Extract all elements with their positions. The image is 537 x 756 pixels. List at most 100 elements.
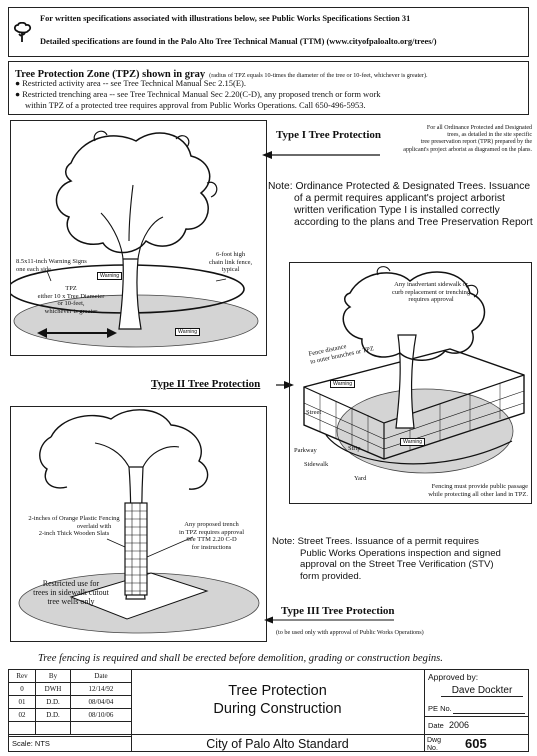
trench-label-2: in TPZ requires approval <box>179 528 245 536</box>
type1-desc-1: For all Ordinance Protected and Designat… <box>426 125 532 131</box>
label-sidewalk: Sidewalk <box>304 461 329 468</box>
signs-label-2: one each side <box>16 265 52 273</box>
drawing-title-1: Tree Protection <box>228 683 327 699</box>
passage-note-1: Fencing must provide public passage <box>431 483 528 490</box>
by-cell: D.D. <box>35 708 71 722</box>
pe-label: PE No. <box>428 704 452 713</box>
type3-note: Note: Street Trees. Issuance of a permit… <box>272 536 530 582</box>
tpz-title-row: Tree Protection Zone (TPZ) shown in gray… <box>15 64 428 82</box>
standard-divider <box>131 734 529 735</box>
restricted-label-3: tree wells only <box>47 597 95 606</box>
date-header: Date <box>70 669 132 683</box>
type2-heading: Type II Tree Protection <box>151 378 261 390</box>
tree-logo-icon <box>13 22 32 42</box>
revision-table: Rev By Date 0 DWH 12/14/92 01 D.D. 08/04… <box>8 669 132 735</box>
restricted-label-1: Restricted use for <box>42 579 100 588</box>
dwg-value: 605 <box>465 736 487 751</box>
fencing-label: 2-inches of Orange Plastic Fencing overl… <box>15 515 133 538</box>
warning-sign-1: Warning <box>97 272 123 280</box>
fence-label: 6-foot high chain link fence, typical <box>209 251 252 274</box>
tpz-bullet-2: ● Restricted trenching area -- see Tree … <box>15 89 381 99</box>
rev-header: Rev <box>8 669 36 683</box>
type3-arrow-icon <box>264 616 394 624</box>
rev-cell: 0 <box>8 682 36 696</box>
revision-row: 0 DWH 12/14/92 <box>8 682 132 696</box>
rev-cell: 02 <box>8 708 36 722</box>
date-cell: 12/14/92 <box>70 682 132 696</box>
passage-note-2: while protecting all other land in TPZ. <box>428 490 528 498</box>
signs-label-1: 8.5x11-inch Warning Signs <box>16 258 87 265</box>
sidewalk-note-2: curb replacement or trenching <box>392 288 471 296</box>
title-divider-left <box>131 670 132 751</box>
fence-label-2: chain link fence, <box>209 258 253 266</box>
title-block: Rev By Date 0 DWH 12/14/92 01 D.D. 08/04… <box>8 669 529 752</box>
standard-label: City of Palo Alto Standard <box>206 737 349 751</box>
tpz-title: Tree Protection Zone (TPZ) shown in gray <box>15 69 206 80</box>
type1-note: Note: Ordinance Protected & Designated T… <box>268 181 533 229</box>
type1-diagram: Warning Warning 8.5x11-inch Warning Sign… <box>10 120 267 356</box>
rev-cell: 01 <box>8 695 36 709</box>
type1-heading: Type I Tree Protection <box>276 129 381 141</box>
fencing-label-2: overlaid with <box>76 522 112 530</box>
type3-note-3: approval on the Street Tree Verification… <box>300 559 494 570</box>
type3-diagram: 2-inches of Orange Plastic Fencing overl… <box>10 406 267 642</box>
date-value: 2006 <box>449 720 470 730</box>
type2-illustration <box>303 266 525 474</box>
type1-desc-4: applicant's project arborist as diagrame… <box>403 146 532 153</box>
fencing-label-1: 2-inches of Orange Plastic Fencing <box>28 515 120 522</box>
tpz-label-4: whichever is greater <box>44 307 98 315</box>
approved-label: Approved by: <box>428 672 479 682</box>
tpz-bullet-1-text: Restricted activity area -- see Tree Tec… <box>22 78 246 88</box>
revision-row <box>8 721 132 735</box>
approved-name: Dave Dockter <box>441 685 523 697</box>
scale-divider <box>9 736 131 737</box>
sidewalk-note-3: requires approval <box>408 296 454 303</box>
trench-label-3: See TTM 2.20 C-D <box>186 536 237 543</box>
pe-line <box>453 713 525 714</box>
restricted-label-2: trees in sidewalk cutout <box>33 588 109 597</box>
tpz-label-2: either 10 x Tree Diameter <box>37 292 105 300</box>
header-line-2: Detailed specifications are found in the… <box>40 37 437 46</box>
revision-row: 02 D.D. 08/10/06 <box>8 708 132 722</box>
type1-note-1: Note: Ordinance Protected & Designated T… <box>268 181 531 192</box>
type3-subnote: (to be used only with approval of Public… <box>276 629 424 636</box>
label-parkway: Parkway <box>294 447 317 454</box>
type2-warning-1: Warning <box>330 380 356 388</box>
revision-row: 01 D.D. 08/04/04 <box>8 695 132 709</box>
type1-note-3: written verification Type I is installed… <box>294 205 500 216</box>
type3-note-2: Public Works Operations inspection and s… <box>300 547 501 559</box>
date-label: Date <box>428 721 444 730</box>
fence-label-3: typical <box>221 266 240 273</box>
drawing-title: Tree Protection During Construction <box>131 682 424 718</box>
date-cell: 08/10/06 <box>70 708 132 722</box>
header-line-1: For written specifications associated wi… <box>40 14 411 23</box>
scale-label: Scale: NTS <box>12 739 50 748</box>
by-cell: DWH <box>35 682 71 696</box>
trench-label-4: for instructions <box>191 543 232 551</box>
pe-divider <box>424 716 529 717</box>
type3-note-1: Note: Street Trees. Issuance of a permit… <box>272 536 479 547</box>
fencing-label-3: 2-inch Thick Wooden Slats <box>38 530 110 537</box>
type1-desc-2: trees, as detailed in the site specific <box>447 132 532 139</box>
dwg-label: Dwg No. <box>427 737 442 752</box>
type1-note-2: of a permit requires applicant's project… <box>294 193 505 204</box>
type2-warning-2: Warning <box>400 438 426 446</box>
header-box: For written specifications associated wi… <box>8 7 529 57</box>
date-cell: 08/04/04 <box>70 695 132 709</box>
tpz-label-1: TPZ <box>65 285 77 292</box>
sidewalk-note-1: Any inadvertant sidewalk or <box>394 281 468 288</box>
tpz-bullet-1: ● Restricted activity area -- see Tree T… <box>15 78 246 88</box>
type2-diagram: Warning Warning Any inadvertant sidewalk… <box>289 262 532 504</box>
tpz-title-note: (radius of TPZ equals 10-times the diame… <box>209 72 428 79</box>
drawing-title-2: During Construction <box>213 701 342 717</box>
passage-note: Fencing must provide public passage whil… <box>378 483 528 498</box>
title-divider-right <box>424 670 425 751</box>
by-header: By <box>35 669 71 683</box>
warning-sign-2: Warning <box>175 328 201 336</box>
signs-label: 8.5x11-inch Warning Signs one each side <box>16 258 87 273</box>
restricted-label: Restricted use for trees in sidewalk cut… <box>19 579 123 606</box>
label-strip: Strip <box>348 445 361 452</box>
revision-header-row: Rev By Date <box>8 669 132 683</box>
type1-desc-3: tree preservation report (TPR) prepared … <box>420 139 532 146</box>
type3-note-4: form provided. <box>300 570 362 582</box>
